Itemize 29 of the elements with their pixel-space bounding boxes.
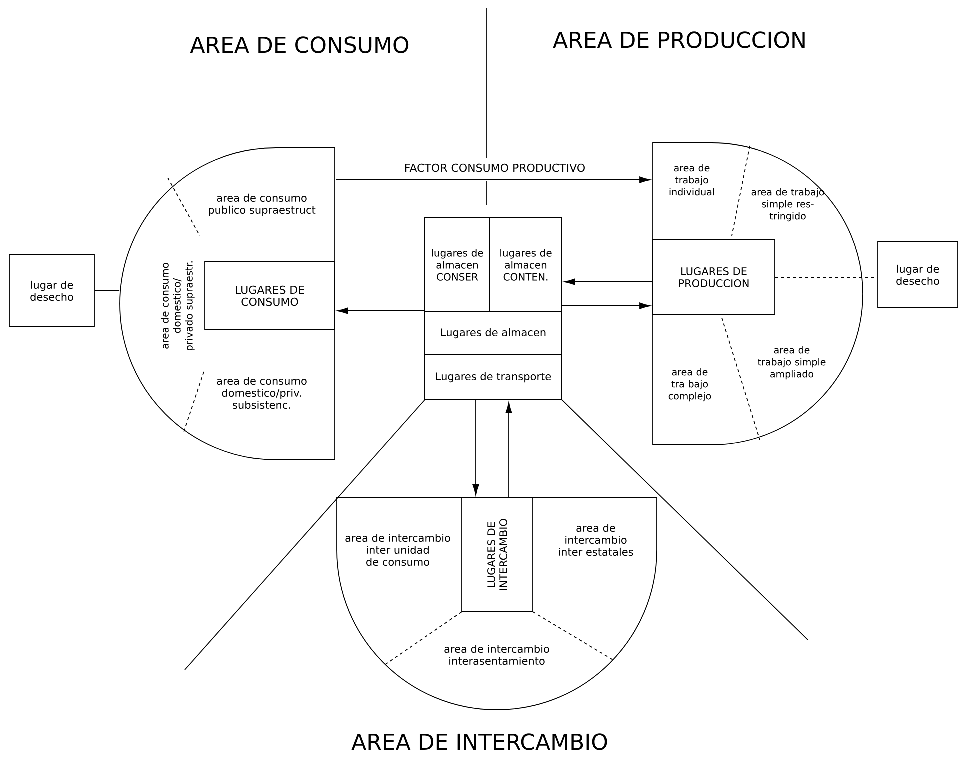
area-label: area de consumo domestico/ privado supraestr. xyxy=(161,262,195,351)
storage-cell: lugares de almacen CONTEN. xyxy=(490,218,562,312)
edge-label: FACTOR CONSUMO PRODUCTIVO xyxy=(406,164,585,172)
arrow xyxy=(506,402,512,498)
arrow xyxy=(564,278,653,286)
area-title: AREA DE INTERCAMBIO xyxy=(352,734,608,750)
storage-cell: Lugares de almacen xyxy=(424,312,562,356)
area-label: area de consumo domestico/priv. subsistenc. xyxy=(217,376,307,410)
area-label: area de intercambio inter estatales xyxy=(559,524,634,556)
place-box: LUGARES DE INTERCAMBIO xyxy=(462,498,534,612)
area-label: area de intercambio inter unidad de consumo xyxy=(346,534,450,566)
place-box: LUGARES DE CONSUMO xyxy=(204,262,336,330)
arrow xyxy=(336,176,650,184)
area-title: AREA DE PRODUCCION xyxy=(553,32,805,48)
area-label: area de trabajo simple ampliado xyxy=(758,346,826,380)
area-label: area de trabajo individual xyxy=(670,164,714,196)
waste-box: lugar de desecho xyxy=(878,242,958,308)
arrow xyxy=(338,308,425,314)
arrow xyxy=(562,302,650,310)
area-label: area de intercambio interasentamiento xyxy=(444,644,550,666)
transport-cell: Lugares de transporte xyxy=(424,354,562,400)
area-title: AREA DE CONSUMO xyxy=(190,36,409,54)
storage-cell: lugares de almacen CONSER xyxy=(424,218,490,312)
waste-box: lugar de desecho xyxy=(9,254,95,328)
area-label: area de tra bajo complejo xyxy=(668,368,712,402)
area-label: area de consumo publico supraestruct xyxy=(209,194,316,216)
place-box: LUGARES DE PRODUCCION xyxy=(652,240,776,316)
arrow xyxy=(472,400,480,496)
area-label: area de trabajo simple res- tringido xyxy=(752,188,824,222)
